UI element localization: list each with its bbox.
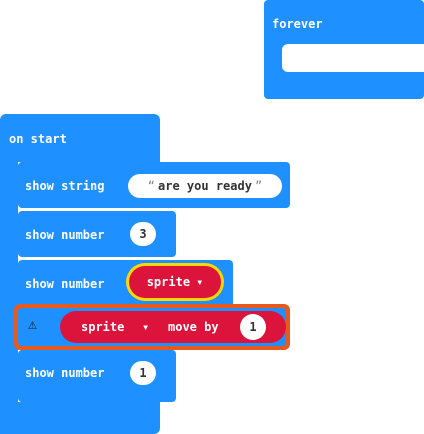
warning-icon[interactable]: ⚠ [28,315,38,333]
forever-label: forever [272,17,323,31]
on-start-label: on start [9,132,67,146]
sprite-move-statement[interactable]: sprite ▾ move by 1 [60,311,286,343]
sprite-move-block[interactable]: ⚠ sprite ▾ move by 1 [14,304,290,350]
show-number-label: show number [25,277,105,291]
show-number-block-3[interactable]: show number 1 [18,350,176,402]
string-value: are you ready [158,179,252,193]
chevron-down-icon[interactable]: ▾ [142,320,150,334]
forever-inner-gap [282,44,424,72]
on-start-bottom-cap [0,402,160,434]
move-by-label: move by [168,320,219,334]
on-start-block[interactable]: on start [0,114,160,162]
move-amount-value: 1 [249,320,257,334]
number-input[interactable]: 1 [130,361,156,385]
show-number-label: show number [25,366,105,380]
sprite-label: sprite [146,275,191,289]
sprite-variable-reporter[interactable]: sprite ▾ [126,263,224,301]
move-amount-input[interactable]: 1 [240,314,266,340]
number-value: 1 [139,366,147,380]
sprite-move-sprite-label: sprite [81,320,125,334]
show-string-label: show string [25,179,105,193]
number-input[interactable]: 3 [130,222,156,246]
open-quote: “ [147,179,156,193]
string-input[interactable]: “ are you ready ” [128,174,282,198]
show-number-label: show number [25,228,105,242]
on-start-spine [0,160,18,434]
close-quote: ” [254,179,263,193]
show-string-block[interactable]: show string “ are you ready ” [18,162,290,208]
chevron-down-icon[interactable]: ▾ [196,275,204,289]
show-number-block-1[interactable]: show number 3 [18,211,176,257]
number-value: 3 [139,227,147,241]
forever-block[interactable]: forever [264,0,424,99]
